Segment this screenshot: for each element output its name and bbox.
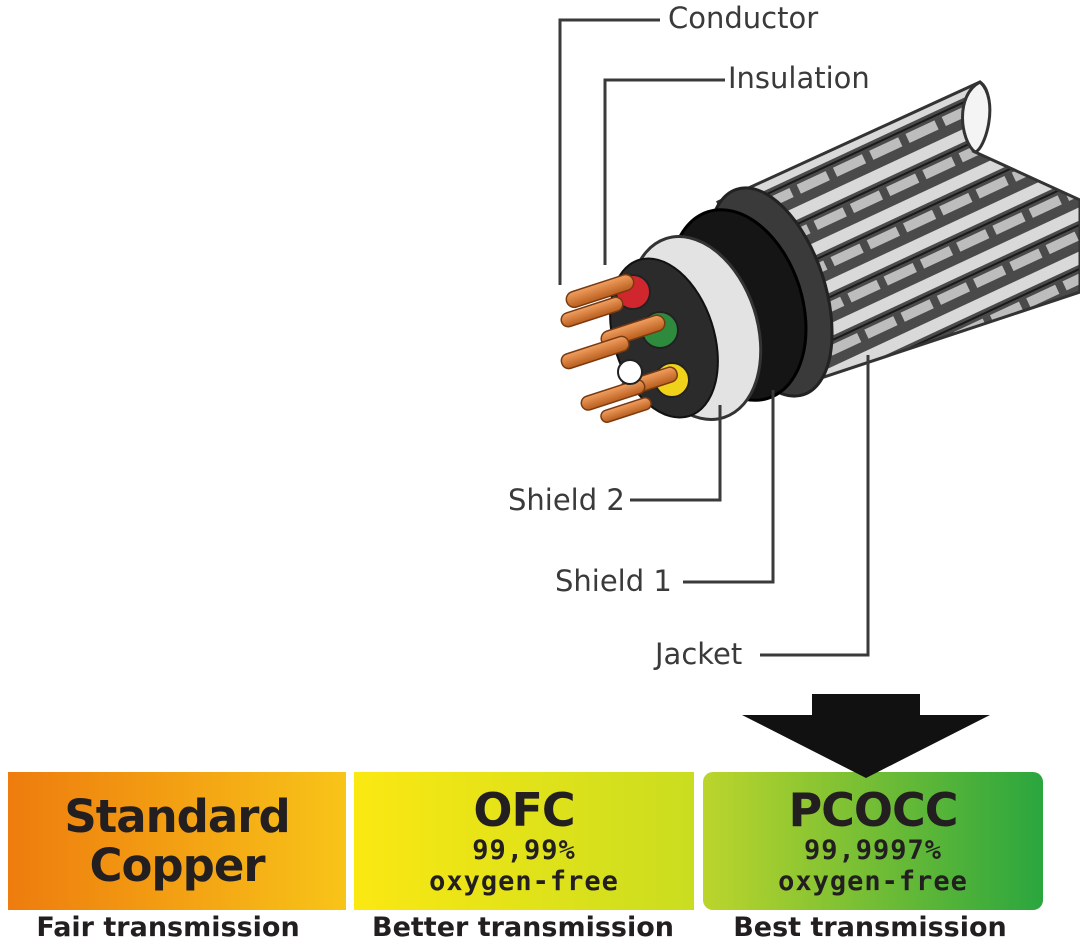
conductor-red xyxy=(560,273,651,328)
conductor-white xyxy=(617,359,643,385)
grade-panel-ofc: OFC 99,99% oxygen-free xyxy=(354,772,694,910)
conductor-green xyxy=(560,311,679,370)
grade-panel-pcocc: PCOCC 99,9997% oxygen-free xyxy=(703,772,1043,910)
leader-line-shield-1 xyxy=(683,390,775,584)
grade-oxygen: oxygen-free xyxy=(778,866,968,898)
label-jacket: Jacket xyxy=(655,637,743,671)
grade-bar-pcocc xyxy=(703,772,1043,910)
conductor-yellow xyxy=(580,362,690,423)
grade-name: PCOCC xyxy=(788,782,958,837)
leader-line-jacket xyxy=(760,355,870,657)
label-conductor: Conductor xyxy=(668,1,819,35)
grade-panel-standard-copper: Standard Copper xyxy=(8,772,346,910)
leader-line-conductor xyxy=(558,18,660,285)
leader-line-shield-2 xyxy=(630,405,722,502)
grade-name: Standard Copper xyxy=(64,789,290,892)
grade-bar-standard-copper xyxy=(8,772,346,910)
label-insulation: Insulation xyxy=(728,61,870,95)
grade-oxygen: oxygen-free xyxy=(429,866,619,898)
label-shield-2: Shield 2 xyxy=(508,483,625,517)
arrow-down-icon xyxy=(742,694,990,778)
grade-name: OFC xyxy=(473,782,575,837)
grade-bar-ofc xyxy=(354,772,694,910)
grade-purity: 99,9997% xyxy=(803,835,943,867)
quality-label-fair: Fair transmission xyxy=(36,912,300,943)
leader-line-insulation xyxy=(603,78,725,265)
grade-purity: 99,99% xyxy=(472,835,576,867)
quality-label-best: Best transmission xyxy=(733,912,1007,943)
conductor-bundle xyxy=(560,273,690,423)
quality-label-better: Better transmission xyxy=(371,912,675,943)
label-shield-1: Shield 1 xyxy=(555,564,672,598)
